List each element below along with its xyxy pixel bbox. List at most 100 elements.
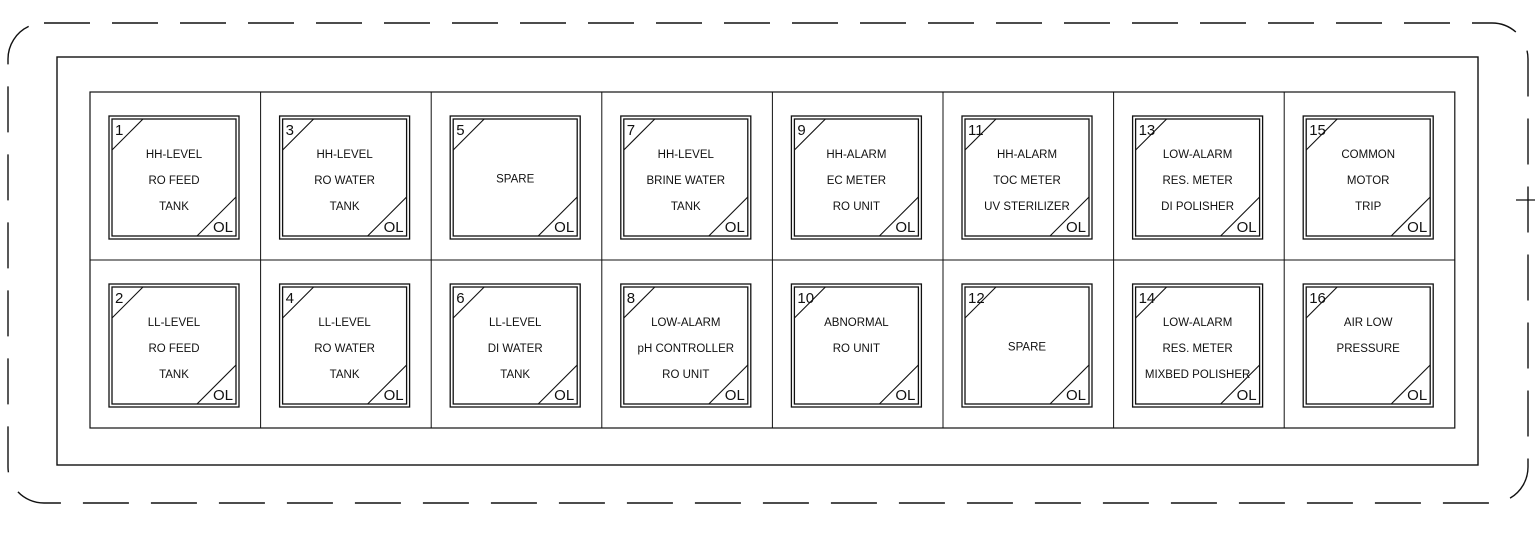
window-message-line: LL-LEVEL (489, 317, 542, 329)
window-number: 9 (797, 122, 805, 139)
ol-label: OL (725, 219, 745, 236)
corner-diagonal (1305, 286, 1338, 319)
window-inner-border (281, 118, 408, 237)
window-message-line: LL-LEVEL (148, 317, 201, 329)
window-message-line: RO WATER (314, 175, 375, 187)
window-message-line: UV STERILIZER (984, 201, 1070, 213)
window-inner-border (1134, 118, 1261, 237)
ol-label: OL (554, 219, 574, 236)
window-message-line: RO FEED (148, 343, 199, 355)
window-message-line: TRIP (1355, 201, 1382, 213)
corner-diagonal (623, 286, 656, 319)
corner-diagonal (794, 118, 826, 151)
ol-label: OL (1237, 219, 1257, 236)
window-message-line: HH-ALARM (826, 149, 886, 161)
window-outer-border (449, 115, 581, 240)
window-inner-border (964, 118, 1090, 237)
window-number: 16 (1309, 290, 1326, 307)
window-inner-border (281, 286, 408, 405)
window-outer-border (1302, 115, 1434, 240)
corner-diagonal (1305, 118, 1338, 151)
window-message-line: RES. METER (1162, 175, 1232, 187)
ol-label: OL (895, 219, 915, 236)
annunciator-window-5: 5OL SPARE (449, 115, 581, 240)
window-message-line: LL-LEVEL (318, 317, 371, 329)
corner-diagonal (964, 118, 997, 151)
corner-diagonal (367, 364, 407, 405)
window-outer-border (108, 283, 240, 408)
window-number: 14 (1139, 290, 1156, 307)
window-number: 7 (627, 122, 635, 139)
window-message-line: SPARE (496, 174, 534, 186)
window-message-line: RO UNIT (833, 201, 880, 213)
window-message-line: RO FEED (148, 175, 199, 187)
window-message-line: TANK (330, 201, 360, 213)
window-outer-border (961, 115, 1093, 240)
corner-diagonal (1049, 364, 1090, 405)
dashed-enclosure-outline (7, 22, 1529, 504)
window-inner-border (623, 286, 749, 405)
corner-diagonal (1390, 196, 1431, 237)
window-message-line: PRESSURE (1337, 343, 1401, 355)
window-message-line: AIR LOW (1344, 317, 1393, 329)
window-outer-border (278, 115, 411, 240)
corner-diagonal (367, 196, 407, 237)
window-message-line: pH CONTROLLER (638, 343, 735, 355)
corner-diagonal (111, 118, 144, 151)
window-number: 11 (968, 122, 984, 139)
ol-label: OL (725, 387, 745, 404)
corner-diagonal (111, 286, 144, 319)
corner-diagonal (1135, 118, 1167, 151)
window-message-line: MIXBED POLISHER (1145, 369, 1250, 381)
ol-label: OL (1237, 387, 1257, 404)
window-number: 10 (797, 290, 814, 307)
window-message-line: HH-LEVEL (316, 149, 373, 161)
ol-label: OL (213, 219, 233, 236)
corner-diagonal (1220, 196, 1260, 237)
window-outer-border (1131, 115, 1264, 240)
corner-diagonal (1220, 364, 1260, 405)
window-inner-border (111, 118, 237, 237)
window-message-line: RES. METER (1162, 343, 1232, 355)
corner-diagonal (282, 118, 314, 151)
window-message-line: RO UNIT (833, 343, 880, 355)
corner-diagonal (537, 196, 578, 237)
window-message-line: DI WATER (488, 343, 543, 355)
window-number: 3 (286, 122, 294, 139)
corner-diagonal (708, 364, 749, 405)
window-number: 8 (627, 290, 635, 307)
window-outer-border (961, 283, 1093, 408)
corner-diagonal (1135, 286, 1167, 319)
window-message-line: SPARE (1008, 342, 1046, 354)
window-message-line: COMMON (1341, 149, 1395, 161)
window-inner-border (111, 286, 237, 405)
window-outer-border (1131, 283, 1264, 408)
window-message-line: LOW-ALARM (1163, 149, 1232, 161)
window-outer-border (1302, 283, 1434, 408)
ol-label: OL (1407, 219, 1427, 236)
window-number: 4 (286, 290, 294, 307)
corner-diagonal (623, 118, 656, 151)
window-outer-border (620, 283, 752, 408)
corner-diagonal (282, 286, 314, 319)
window-message-line: TANK (500, 369, 530, 381)
window-inner-border (452, 286, 578, 405)
window-number: 6 (456, 290, 464, 307)
ol-label: OL (1066, 387, 1086, 404)
corner-diagonal (879, 364, 919, 405)
window-message-line: RO WATER (314, 343, 375, 355)
window-message-line: BRINE WATER (647, 175, 726, 187)
window-inner-border (1305, 286, 1431, 405)
window-number: 5 (456, 122, 464, 139)
